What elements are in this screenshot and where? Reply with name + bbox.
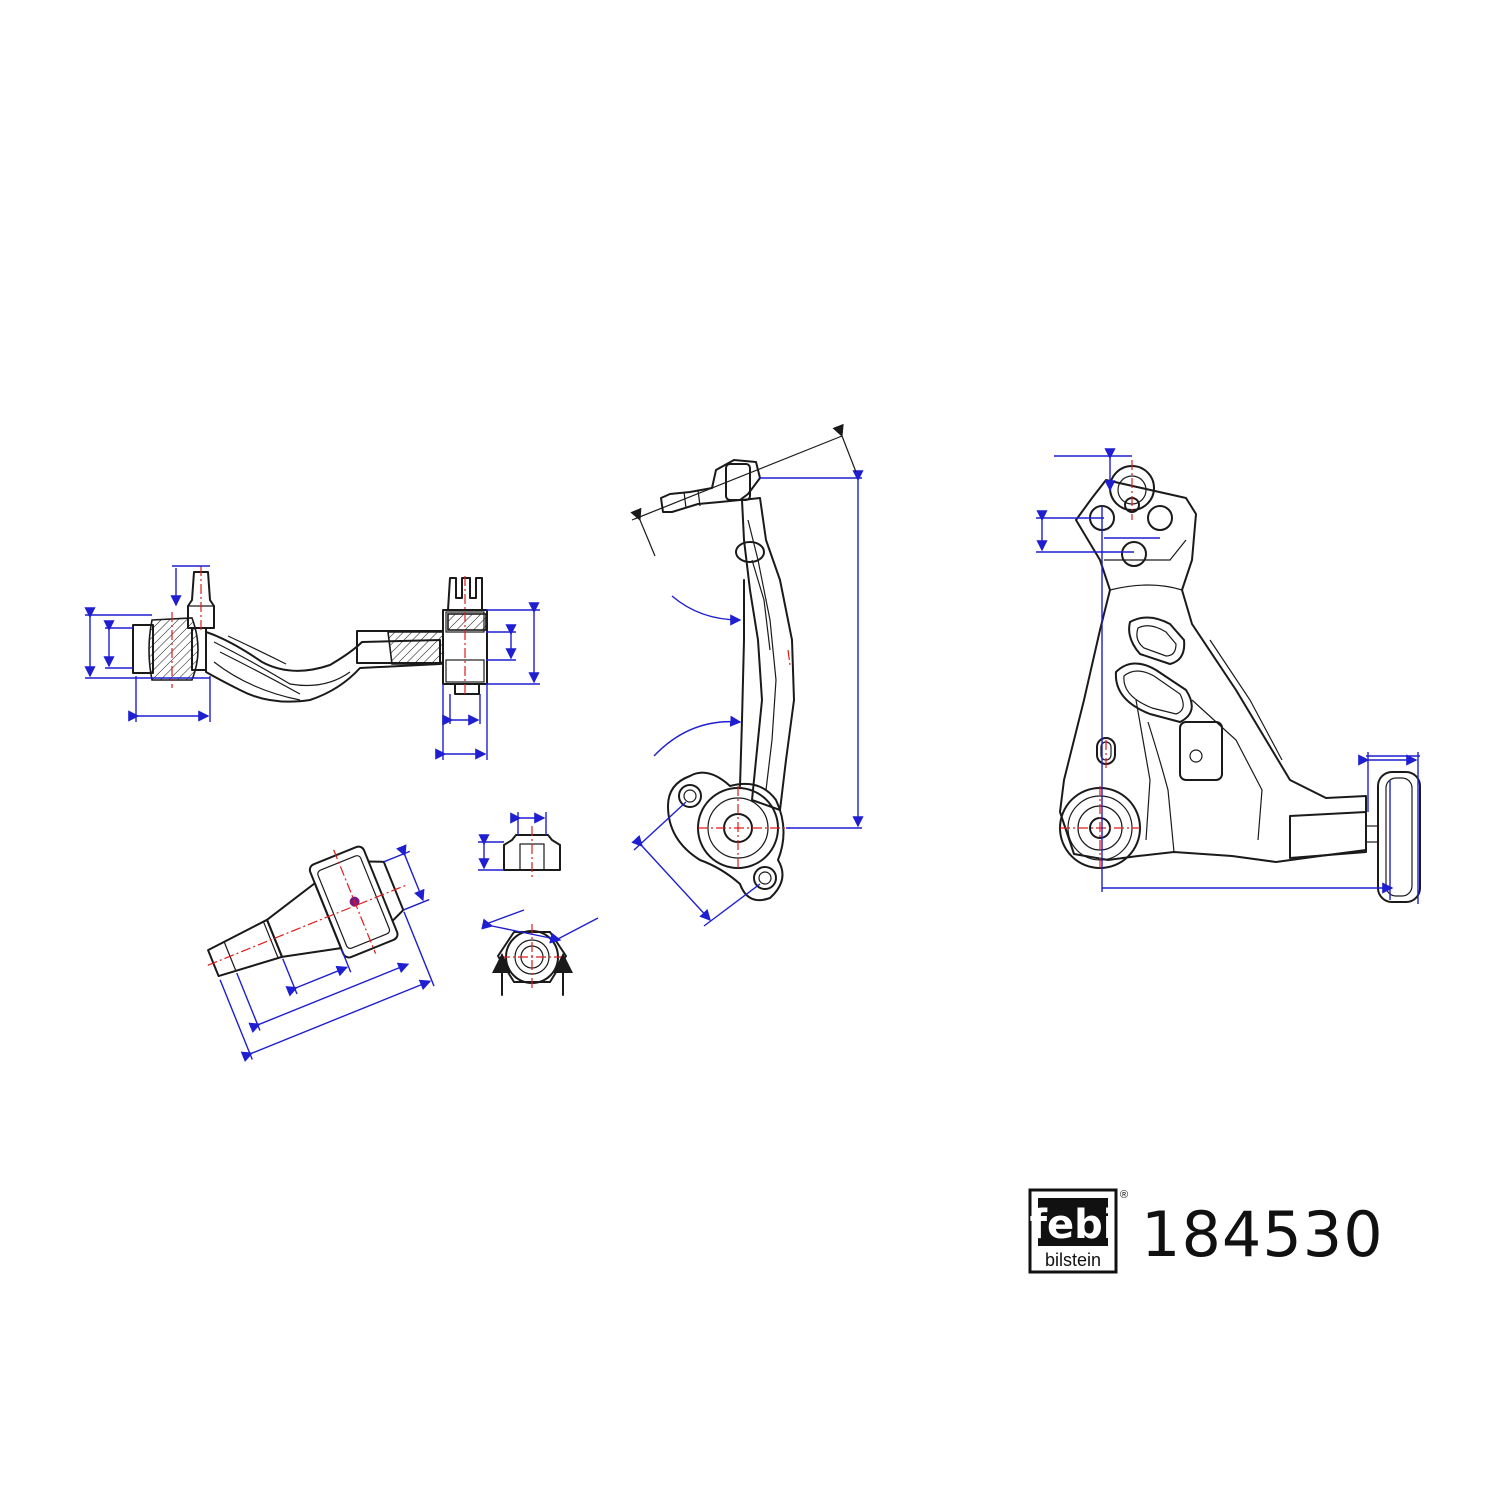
- side-view-control-arm: [84, 565, 540, 760]
- front-view-control-arm: [630, 423, 864, 927]
- svg-text:bilstein: bilstein: [1045, 1250, 1101, 1270]
- brand-logo: febi bilstein ®: [1028, 1186, 1128, 1274]
- ball-joint-detail: [207, 844, 435, 1063]
- svg-text:®: ®: [1120, 1189, 1128, 1201]
- top-view-control-arm: [1036, 448, 1421, 904]
- part-number: 184530: [1141, 1198, 1384, 1271]
- svg-text:febi: febi: [1030, 1202, 1117, 1248]
- nut-top-view: [481, 909, 599, 996]
- nut-side-view: [478, 812, 561, 878]
